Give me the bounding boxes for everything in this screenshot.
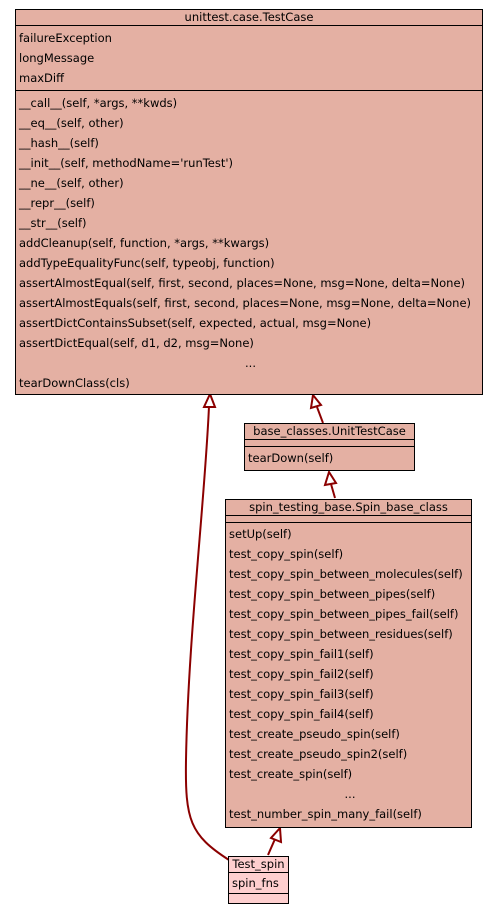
- method: assertAlmostEquals(self, first, second, …: [19, 296, 472, 310]
- attribute: spin_fns: [232, 876, 279, 890]
- method: tearDownClass(cls): [19, 376, 130, 390]
- method: __eq__(self, other): [19, 116, 124, 130]
- class-title: base_classes.UnitTestCase: [245, 424, 414, 440]
- methods-section: tearDown(self): [245, 447, 414, 468]
- edge-testspin-to-testcase-arrowhead: [202, 391, 217, 408]
- edge-spinbase-to-unittestcase-arrowhead: [323, 469, 338, 487]
- method: test_copy_spin_fail1(self): [229, 647, 374, 661]
- method: tearDown(self): [248, 451, 334, 465]
- method: test_create_spin(self): [229, 767, 353, 781]
- method: test_copy_spin_between_pipes_fail(self): [229, 607, 459, 621]
- attributes-section: failureException longMessage maxDiff: [16, 26, 482, 91]
- method: __ne__(self, other): [19, 176, 124, 190]
- attribute: failureException: [19, 31, 112, 45]
- method: assertAlmostEqual(self, first, second, p…: [19, 276, 466, 290]
- attributes-section: [226, 516, 471, 523]
- method: __call__(self, *args, **kwds): [19, 96, 178, 110]
- class-title: spin_testing_base.Spin_base_class: [226, 500, 471, 516]
- attribute: maxDiff: [19, 71, 65, 85]
- edge-testspin-to-spinbase: [267, 838, 276, 856]
- methods-section: setUp(self) test_copy_spin(self) test_co…: [226, 523, 471, 826]
- attributes-section: spin_fns: [229, 873, 288, 894]
- edge-unittestcase-to-testcase-arrowhead: [309, 392, 323, 410]
- method-ellipsis: ...: [344, 787, 356, 801]
- method: addCleanup(self, function, *args, **kwar…: [19, 236, 270, 250]
- edge-testspin-to-spinbase-arrowhead: [269, 825, 283, 844]
- class-test-spin[interactable]: Test_spin spin_fns: [228, 856, 289, 904]
- method: test_copy_spin_between_residues(self): [229, 627, 453, 641]
- method: __hash__(self): [19, 136, 99, 150]
- edge-testspin-to-testcase: [184, 405, 230, 861]
- method: __str__(self): [19, 216, 87, 230]
- method: test_number_spin_many_fail(self): [229, 807, 422, 821]
- method: test_create_pseudo_spin(self): [229, 727, 400, 741]
- method: __init__(self, methodName='runTest'): [19, 156, 234, 170]
- class-base-classes-unittestcase[interactable]: base_classes.UnitTestCase tearDown(self): [244, 423, 415, 471]
- method: test_create_pseudo_spin2(self): [229, 747, 408, 761]
- method: assertDictEqual(self, d1, d2, msg=None): [19, 336, 254, 350]
- method: test_copy_spin_fail2(self): [229, 667, 374, 681]
- edge-unittestcase-to-testcase: [316, 406, 324, 424]
- method: setUp(self): [229, 527, 292, 541]
- class-title: unittest.case.TestCase: [16, 10, 482, 26]
- method: test_copy_spin_between_molecules(self): [229, 567, 463, 581]
- method: addTypeEqualityFunc(self, typeobj, funct…: [19, 256, 275, 270]
- method: test_copy_spin_fail4(self): [229, 707, 374, 721]
- class-spin-testing-base-spin-base-class[interactable]: spin_testing_base.Spin_base_class setUp(…: [225, 499, 472, 828]
- method: test_copy_spin_fail3(self): [229, 687, 374, 701]
- attribute: longMessage: [19, 51, 95, 65]
- method: __repr__(self): [19, 196, 95, 210]
- methods-section: __call__(self, *args, **kwds) __eq__(sel…: [16, 91, 482, 395]
- class-title: Test_spin: [229, 857, 288, 873]
- edge-spinbase-to-unittestcase: [330, 483, 336, 499]
- method: test_copy_spin(self): [229, 547, 344, 561]
- attributes-section: [245, 440, 414, 447]
- method: assertDictContainsSubset(self, expected,…: [19, 316, 372, 330]
- method-ellipsis: ...: [245, 356, 256, 370]
- method: test_copy_spin_between_pipes(self): [229, 587, 436, 601]
- class-unittest-testcase[interactable]: unittest.case.TestCase failureException …: [15, 9, 483, 395]
